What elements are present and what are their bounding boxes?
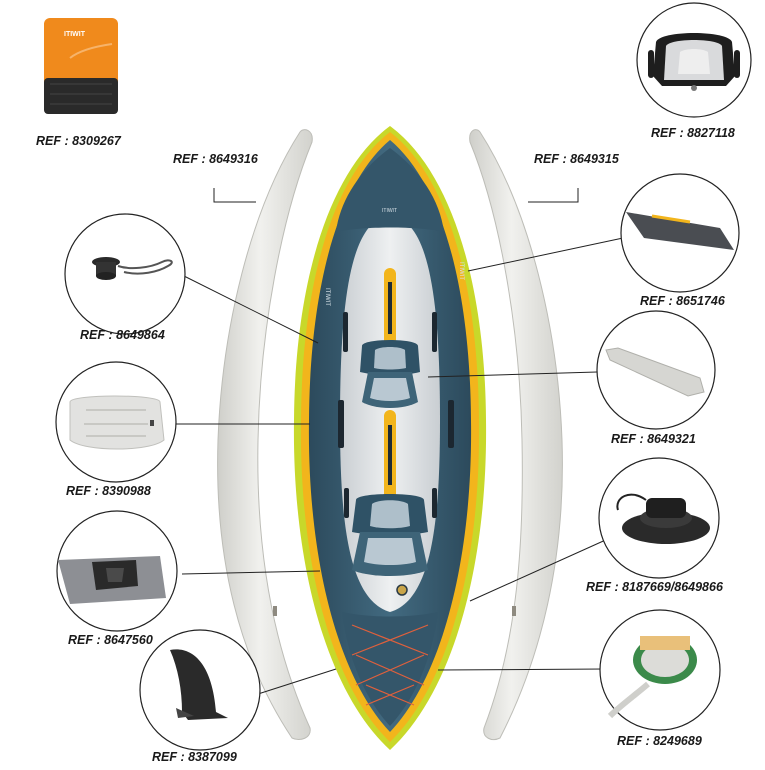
svg-text:ITIWIT: ITIWIT (324, 288, 330, 306)
ref-label-cushion: REF : 8390988 (66, 484, 151, 498)
repair-patch-circle (56, 510, 178, 632)
ref-label-right-tube: REF : 8649315 (534, 152, 619, 166)
ref-label-pump-valve: REF : 8187669/8649866 (586, 580, 723, 594)
pump-valve-circle (598, 457, 720, 579)
ref-label-bag: REF : 8309267 (36, 134, 121, 148)
front-seat (360, 340, 420, 408)
bungee-cord (351, 624, 429, 706)
cord-circle (599, 609, 721, 731)
floor-cover-circle (620, 173, 740, 293)
stiffener-circle (596, 310, 716, 430)
cushion-circle (55, 361, 177, 483)
rear-seat (352, 494, 428, 576)
storage-bag: ITIWIT (44, 18, 118, 114)
fin-circle (139, 629, 261, 751)
bag-brand: ITIWIT (64, 31, 86, 38)
ref-label-patch: REF : 8647560 (68, 633, 153, 647)
ref-label-fin: REF : 8387099 (152, 750, 237, 764)
right-side-tube (469, 129, 563, 741)
ref-label-stiffener: REF : 8649321 (611, 432, 696, 446)
left-side-tube (217, 129, 313, 741)
leader-lines (175, 188, 624, 695)
ref-label-floor-cover: REF : 8651746 (640, 294, 725, 308)
ref-label-valve: REF : 8649864 (80, 328, 165, 342)
seat-back-circle (636, 2, 752, 118)
ref-label-left-tube: REF : 8649316 (173, 152, 258, 166)
ref-label-seat-back: REF : 8827118 (651, 126, 735, 140)
kayak-body: ITIWIT ITIWIT ITI (293, 126, 487, 750)
seat-straps (338, 312, 454, 518)
ref-label-cord: REF : 8249689 (617, 734, 702, 748)
svg-text:ITIWIT: ITIWIT (458, 262, 464, 280)
svg-text:ITIWIT: ITIWIT (382, 208, 397, 214)
valve-circle (64, 213, 186, 335)
